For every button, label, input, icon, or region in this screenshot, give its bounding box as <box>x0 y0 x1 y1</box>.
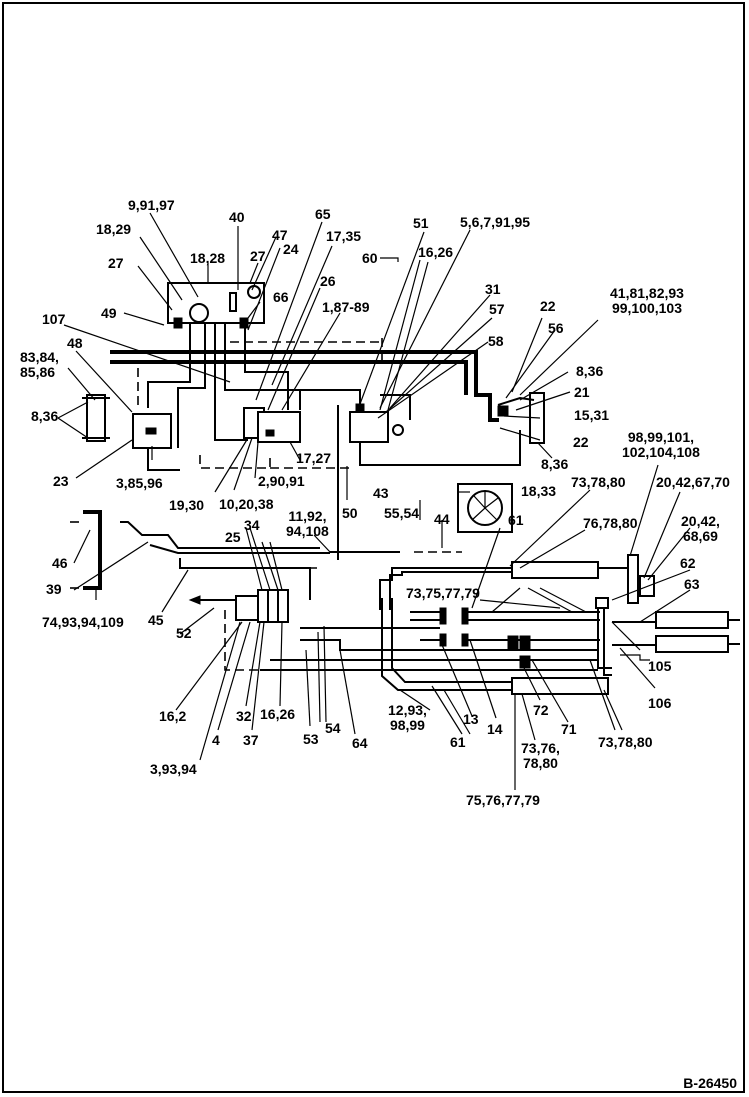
callout-label: 49 <box>101 305 117 321</box>
callout-label: 66 <box>273 289 289 305</box>
hose-routing-upper <box>110 323 521 471</box>
callout-label: 15,31 <box>574 407 610 423</box>
callout-label: 17,35 <box>326 228 362 244</box>
callout-label: 11,92, 94,108 <box>286 508 329 539</box>
callout-label: 60 <box>362 250 378 266</box>
callout-label: 74,93,94,109 <box>42 614 124 630</box>
callout-label: 98,99,101, 102,104,108 <box>622 429 700 460</box>
callout-label: 23 <box>53 473 69 489</box>
callout-label: 10,20,38 <box>219 496 274 512</box>
hose-clamps <box>439 607 531 669</box>
callout-label: 73,78,80 <box>598 734 653 750</box>
callout-label: 16,26 <box>418 244 454 260</box>
callout-label: 52 <box>176 625 192 641</box>
callout-label: 41,81,82,93 99,100,103 <box>610 285 684 316</box>
callout-label: 5,6,7,91,95 <box>460 214 531 230</box>
callout-label: 4 <box>212 732 220 748</box>
callout-label: 20,42,67,70 <box>656 474 730 490</box>
diverter-valve <box>349 403 404 443</box>
callout-label: 76,78,80 <box>583 515 638 531</box>
leader-lines <box>57 212 691 790</box>
callout-label: 16,2 <box>159 708 187 724</box>
callout-label: 24 <box>283 241 299 257</box>
callout-label: 73,76, 78,80 <box>521 740 560 771</box>
callout-label: 3,93,94 <box>150 761 197 777</box>
callout-label: 19,30 <box>169 497 205 513</box>
callout-label: 27 <box>108 255 124 271</box>
callout-label: 22 <box>540 298 556 314</box>
callout-label: 72 <box>533 702 549 718</box>
callout-label: 51 <box>413 215 429 231</box>
callout-label: 21 <box>574 384 590 400</box>
callout-label: 17,27 <box>296 450 332 466</box>
main-control-valve-bank <box>188 589 289 623</box>
callout-label: 13 <box>463 711 479 727</box>
callout-label: 34 <box>244 517 260 533</box>
callout-label: 8,36 <box>541 456 569 472</box>
callout-label: 27 <box>250 248 266 264</box>
callout-label: 106 <box>648 695 672 711</box>
callout-label: 54 <box>325 720 341 736</box>
callout-label: 20,42, 68,69 <box>681 513 720 544</box>
callout-label: 14 <box>487 721 503 737</box>
oil-cooler-left <box>82 394 110 442</box>
callout-label: 61 <box>508 512 524 528</box>
callout-label: 3,85,96 <box>116 475 163 491</box>
callout-label: 107 <box>42 311 66 327</box>
callout-label: 18,33 <box>521 483 557 499</box>
callout-label: 12,93, 98,99 <box>388 702 427 733</box>
callout-label: 62 <box>680 555 696 571</box>
callout-label: 57 <box>489 301 505 317</box>
callout-label: 16,26 <box>260 706 296 722</box>
callout-label: 61 <box>450 734 466 750</box>
callout-label: 55,54 <box>384 505 420 521</box>
callout-label: 48 <box>67 335 83 351</box>
callout-label: 32 <box>236 708 252 724</box>
callout-label: 2,90,91 <box>258 473 305 489</box>
callout-label: 31 <box>485 281 501 297</box>
filter-housing <box>132 413 172 449</box>
callout-label: 8,36 <box>31 408 59 424</box>
callout-label: 8,36 <box>576 363 604 379</box>
callout-label: 58 <box>488 333 504 349</box>
control-valve-center <box>243 407 301 443</box>
callout-label: 45 <box>148 612 164 628</box>
callout-label: 50 <box>342 505 358 521</box>
swing-frame-bracket <box>595 554 655 609</box>
callout-label: 18,28 <box>190 250 226 266</box>
callout-label: 47 <box>272 227 288 243</box>
callout-label: 22 <box>573 434 589 450</box>
callout-label: 73,75,77,79 <box>406 585 480 601</box>
callout-label: 18,29 <box>96 221 132 237</box>
callout-label: 26 <box>320 273 336 289</box>
callout-label: 44 <box>434 511 450 527</box>
callout-label: 37 <box>243 732 259 748</box>
callout-label: 73,78,80 <box>571 474 626 490</box>
callout-label: 46 <box>52 555 68 571</box>
callout-label: 25 <box>225 529 241 545</box>
callout-label: 1,87-89 <box>322 299 370 315</box>
cooler-fan-unit <box>457 483 513 533</box>
callout-label: 75,76,77,79 <box>466 792 540 808</box>
callout-label: 39 <box>46 581 62 597</box>
callout-label: 53 <box>303 731 319 747</box>
callout-label: 64 <box>352 735 368 751</box>
hose-routing-middle <box>120 405 656 691</box>
callout-label: 63 <box>684 576 700 592</box>
callout-label: 105 <box>648 658 672 674</box>
hydraulic-tank <box>167 282 265 329</box>
callout-label: 43 <box>373 485 389 501</box>
boom-cylinders <box>511 561 740 695</box>
callout-label: 71 <box>561 721 577 737</box>
drawing-reference-code: B-26450 <box>683 1075 737 1091</box>
callout-label: 56 <box>548 320 564 336</box>
callout-label: 65 <box>315 206 331 222</box>
callout-label: 9,91,97 <box>128 197 175 213</box>
callout-label: 40 <box>229 209 245 225</box>
callout-label: 83,84, 85,86 <box>20 349 59 380</box>
